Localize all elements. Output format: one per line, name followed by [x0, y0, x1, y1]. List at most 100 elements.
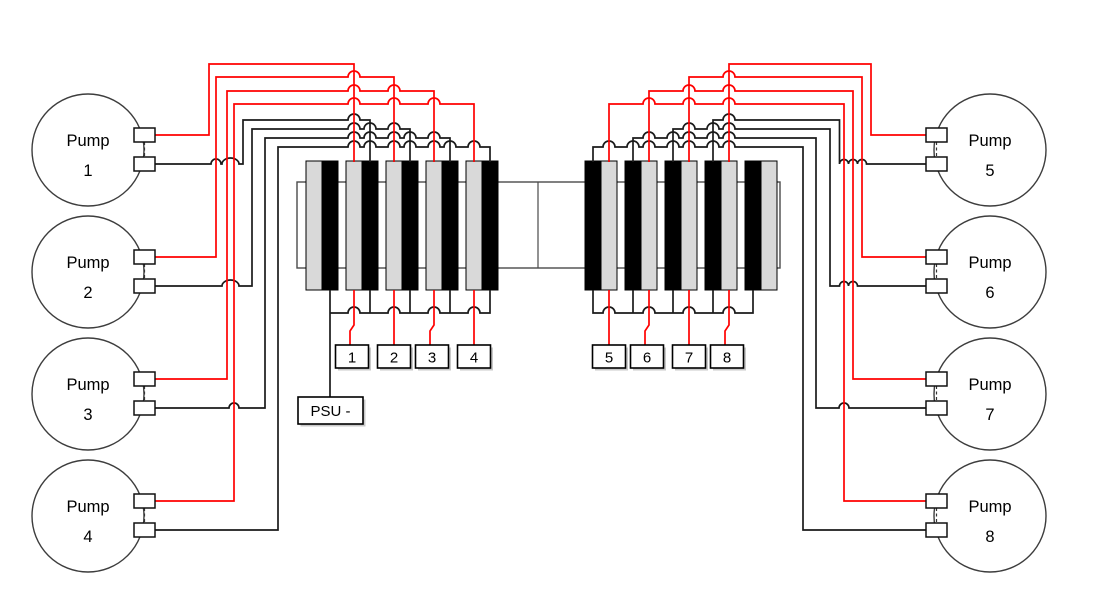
channel-tag-3-box: [414, 344, 450, 369]
ground-bus-right: [592, 290, 754, 314]
ground-bus-left: [330, 290, 491, 314]
pump-1-terminal-positive: [133, 127, 156, 143]
pump-7-label: Pump: [968, 376, 1011, 394]
pump-4-terminal-negative: [133, 522, 156, 538]
pump-5: Pump 5: [925, 93, 1047, 207]
wire-pump1-positive: [155, 63, 355, 162]
wire-pump5-positive: [728, 63, 926, 162]
channel-tag-4: 4: [456, 344, 493, 371]
module-L3-black-bar: [401, 160, 419, 291]
module-R5-gray-bar: [760, 160, 778, 291]
pump-5-terminal-negative: [925, 156, 948, 172]
module-L3-gray-bar: [385, 160, 403, 291]
wire-pump4-negative: [155, 140, 491, 531]
psu-tag: PSU -: [297, 396, 366, 427]
channel-tag-1-text: 1: [348, 350, 356, 367]
channel-tag-4-box: [456, 344, 492, 369]
module-L1-gray-bar: [305, 160, 323, 291]
pump-6-terminal-negative: [925, 278, 948, 294]
channel-tag-7-box: [671, 344, 707, 369]
pump-4-label: Pump: [66, 498, 109, 516]
module-R4-gray-bar: [720, 160, 738, 291]
channel-tag-6: 6: [629, 344, 666, 371]
module-L4-gray-bar: [425, 160, 443, 291]
wire-pump6-negative: [672, 122, 926, 287]
relay-modules-left: [305, 160, 499, 291]
channel-6-lead: [644, 290, 650, 345]
pump-2-number: 2: [83, 284, 92, 302]
pump-4-number: 4: [83, 528, 92, 546]
pump-3-number: 3: [83, 406, 92, 424]
pump-1-terminal-negative: [133, 156, 156, 172]
ground-bus-left-stubs: [369, 290, 451, 313]
module-R1-gray-bar: [600, 160, 618, 291]
pump-2: Pump 2: [31, 215, 156, 329]
module-R1-black-bar: [584, 160, 602, 291]
wire-pump7-positive: [648, 84, 926, 380]
channel-tag-8-text: 8: [723, 350, 731, 367]
pump-2-body: [31, 215, 145, 329]
pump-6-label: Pump: [968, 254, 1011, 272]
channel-tag-5-text: 5: [605, 350, 613, 367]
pump-5-body: [933, 93, 1047, 207]
channel-3-lead: [429, 290, 435, 345]
channel-tag-4-text: 4: [470, 350, 478, 367]
module-R5-black-bar: [744, 160, 762, 291]
wire-pump5-negative: [712, 113, 926, 165]
positive-wiring: [155, 63, 926, 502]
channel-tag-5-box: [591, 344, 627, 369]
pump-3-label: Pump: [66, 376, 109, 394]
pump-2-terminal-positive: [133, 249, 156, 265]
module-L1-black-bar: [321, 160, 339, 291]
pump-1-label: Pump: [66, 132, 109, 150]
channel-tag-7-text: 7: [685, 350, 693, 367]
channel-tag-3-text: 3: [428, 350, 436, 367]
pump-7-body: [933, 337, 1047, 451]
negative-wiring: [155, 113, 926, 531]
module-R2-black-bar: [624, 160, 642, 291]
pump-4-body: [31, 459, 145, 573]
pump-6-body: [933, 215, 1047, 329]
wire-pump8-negative: [592, 140, 926, 531]
wire-pump6-positive: [688, 70, 926, 258]
pump-3: Pump 3: [31, 337, 156, 451]
wire-pump1-negative: [155, 113, 371, 165]
wire-pump3-positive: [155, 84, 435, 380]
pump-4-terminal-positive: [133, 493, 156, 509]
pump-8-number: 8: [985, 528, 994, 546]
channel-tag-2: 2: [376, 344, 413, 371]
pump-8-terminal-negative: [925, 522, 948, 538]
wire-pump8-positive: [608, 97, 926, 502]
channel-tag-2-box: [376, 344, 412, 369]
channel-tags: 1 2 3 4 5 6 7: [334, 344, 746, 371]
pump-7-terminal-negative: [925, 400, 948, 416]
wire-pump3-negative: [155, 131, 451, 409]
pump-6-number: 6: [985, 284, 994, 302]
wire-pump4-positive: [155, 97, 475, 502]
psu-tag-box: [297, 396, 364, 425]
channel-1-lead: [349, 290, 355, 345]
channel-tag-6-text: 6: [643, 350, 651, 367]
channel-tag-5: 5: [591, 344, 628, 371]
pump-1-body: [31, 93, 145, 207]
pump-8-terminal-positive: [925, 493, 948, 509]
pump-3-body: [31, 337, 145, 451]
module-L2-gray-bar: [345, 160, 363, 291]
pump-6-terminal-positive: [925, 249, 948, 265]
channel-tag-8-box: [709, 344, 745, 369]
channel-tag-6-box: [629, 344, 665, 369]
pump-1-number: 1: [83, 162, 92, 180]
channel-tag-8: 8: [709, 344, 746, 371]
module-L5-black-bar: [481, 160, 499, 291]
module-L2-black-bar: [361, 160, 379, 291]
pump-2-terminal-negative: [133, 278, 156, 294]
ground-bus-right-stubs: [632, 290, 714, 313]
pump-3-terminal-positive: [133, 371, 156, 387]
pump-5-terminal-positive: [925, 127, 948, 143]
module-R3-gray-bar: [680, 160, 698, 291]
psu-tag-text: PSU -: [310, 403, 350, 420]
channel-tag-7: 7: [671, 344, 708, 371]
module-R4-black-bar: [704, 160, 722, 291]
